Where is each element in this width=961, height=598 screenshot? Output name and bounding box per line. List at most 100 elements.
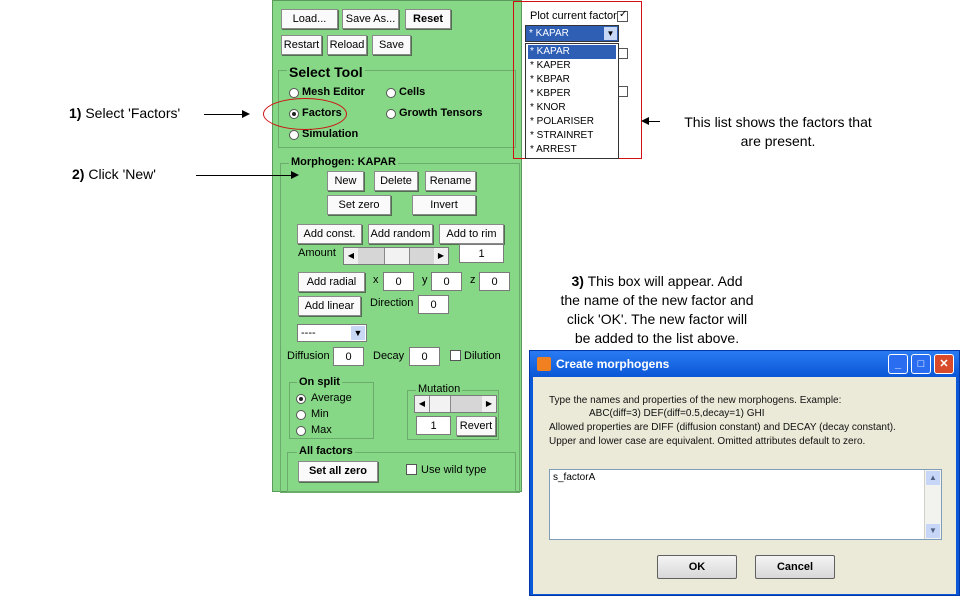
amount-slider[interactable]: ◀ ▶: [343, 247, 449, 265]
set-all-zero-button[interactable]: Set all zero: [298, 461, 378, 482]
ok-button[interactable]: OK: [657, 555, 737, 579]
scroll-up-icon[interactable]: ▲: [926, 471, 940, 485]
step2-arrow: [196, 175, 292, 176]
step3-line: be added to the list above.: [574, 330, 740, 346]
plot-current-factor-label: Plot current factor: [530, 10, 617, 22]
decay-label: Decay: [373, 350, 405, 362]
plot-current-factor-checkbox[interactable]: ✓: [617, 9, 628, 22]
textarea-value: s_factorA: [553, 472, 596, 483]
growth-tensors-radio[interactable]: [386, 109, 396, 119]
min-label: Min: [311, 408, 329, 420]
delete-button[interactable]: Delete: [374, 171, 418, 191]
chevron-down-icon[interactable]: ▼: [604, 27, 617, 40]
new-button[interactable]: New: [327, 171, 364, 191]
slider-left-arrow-icon[interactable]: ◀: [415, 396, 429, 412]
use-wild-type-checkbox[interactable]: [406, 464, 417, 475]
max-label: Max: [311, 424, 332, 436]
diffusion-label: Diffusion: [287, 350, 330, 362]
z-input[interactable]: 0: [479, 272, 510, 291]
save-button[interactable]: Save: [372, 35, 411, 55]
rename-button[interactable]: Rename: [425, 171, 476, 191]
list-item[interactable]: * KBPAR: [530, 74, 570, 85]
add-radial-button[interactable]: Add radial: [298, 272, 365, 292]
chevron-down-icon[interactable]: ▼: [351, 326, 365, 340]
x-input[interactable]: 0: [383, 272, 414, 291]
average-radio[interactable]: [296, 394, 306, 404]
add-random-button[interactable]: Add random: [368, 224, 433, 244]
save-as-button[interactable]: Save As...: [342, 9, 399, 29]
dilution-label: Dilution: [464, 350, 501, 362]
select-tool-title: Select Tool: [287, 64, 365, 80]
add-to-rim-button[interactable]: Add to rim: [439, 224, 504, 244]
decay-input[interactable]: 0: [409, 347, 440, 366]
list-note-arrow: [648, 121, 660, 122]
maximize-icon[interactable]: □: [911, 354, 931, 374]
min-radio[interactable]: [296, 410, 306, 420]
instructions-line: Allowed properties are DIFF (diffusion c…: [549, 422, 896, 433]
direction-input[interactable]: 0: [418, 295, 449, 314]
slider-left-arrow-icon[interactable]: ◀: [344, 248, 358, 264]
step3-note: 3) This box will appear. Add the name of…: [537, 272, 777, 348]
simulation-label: Simulation: [302, 128, 359, 140]
invert-button[interactable]: Invert: [412, 195, 476, 215]
slider-thumb[interactable]: [429, 396, 451, 412]
slider-thumb[interactable]: [384, 248, 410, 264]
list-item[interactable]: * KAPER: [530, 60, 571, 71]
slider-right-arrow-icon[interactable]: ▶: [434, 248, 448, 264]
list-note-line: This list shows the factors that: [684, 114, 872, 130]
max-radio[interactable]: [296, 426, 306, 436]
mesh-editor-radio[interactable]: [289, 88, 299, 98]
dilution-checkbox[interactable]: [450, 350, 461, 361]
instructions-line: Upper and lower case are equivalent. Omi…: [549, 436, 866, 447]
cells-radio[interactable]: [386, 88, 396, 98]
textarea-scrollbar[interactable]: ▲ ▼: [924, 470, 941, 539]
y-label: y: [422, 274, 428, 286]
morphogen-popup[interactable]: ---- ▼: [297, 324, 367, 342]
mesh-editor-label: Mesh Editor: [302, 86, 365, 98]
list-item[interactable]: * POLARISER: [530, 116, 594, 127]
y-input[interactable]: 0: [431, 272, 462, 291]
check-icon: ✓: [619, 9, 628, 20]
set-zero-button[interactable]: Set zero: [327, 195, 391, 215]
list-item[interactable]: * KBPER: [530, 88, 571, 99]
reload-button[interactable]: Reload: [327, 35, 367, 55]
z-label: z: [470, 274, 476, 286]
all-factors-group: [287, 452, 516, 492]
factor-select-value: * KAPAR: [529, 28, 569, 39]
scroll-down-icon[interactable]: ▼: [926, 524, 940, 538]
list-item[interactable]: * KNOR: [530, 102, 566, 113]
minimize-icon[interactable]: _: [888, 354, 908, 374]
dialog-title-bar[interactable]: Create morphogens _ □ ✕: [530, 351, 959, 377]
on-split-title: On split: [297, 376, 342, 388]
cancel-button[interactable]: Cancel: [755, 555, 835, 579]
diffusion-input[interactable]: 0: [333, 347, 364, 366]
app-icon: [537, 357, 551, 371]
add-linear-button[interactable]: Add linear: [298, 296, 361, 316]
list-item[interactable]: * STRAINRET: [530, 130, 594, 141]
step2-note: 2) Click 'New': [72, 166, 156, 182]
mutation-input[interactable]: 1: [416, 416, 451, 435]
revert-button[interactable]: Revert: [456, 416, 496, 436]
restart-button[interactable]: Restart: [281, 35, 322, 55]
instructions-line: Type the names and properties of the new…: [549, 395, 842, 406]
factor-dropdown-list[interactable]: * KAPAR * KAPER * KBPAR * KBPER * KNOR *…: [525, 43, 619, 159]
mutation-slider[interactable]: ◀ ▶: [414, 395, 497, 413]
create-morphogens-dialog: Create morphogens _ □ ✕ Type the names a…: [529, 350, 960, 596]
factor-select[interactable]: * KAPAR ▼: [525, 25, 619, 42]
amount-input[interactable]: 1: [459, 244, 504, 263]
list-item[interactable]: * ARREST: [530, 144, 577, 155]
step1-number: 1): [69, 105, 82, 121]
dialog-body: Type the names and properties of the new…: [533, 377, 956, 594]
slider-right-arrow-icon[interactable]: ▶: [482, 396, 496, 412]
list-item[interactable]: * KAPAR: [528, 45, 616, 59]
close-icon[interactable]: ✕: [934, 354, 954, 374]
reset-button[interactable]: Reset: [405, 9, 451, 29]
instructions-example: ABC(diff=3) DEF(diff=0.5,decay=1) GHI: [589, 408, 765, 419]
x-label: x: [373, 274, 379, 286]
load-button[interactable]: Load...: [281, 9, 338, 29]
simulation-radio[interactable]: [289, 130, 299, 140]
growth-tensors-label: Growth Tensors: [399, 107, 483, 119]
morphogen-names-textarea[interactable]: s_factorA ▲ ▼: [549, 469, 942, 540]
add-const-button[interactable]: Add const.: [297, 224, 362, 244]
step3-number: 3): [571, 273, 584, 289]
